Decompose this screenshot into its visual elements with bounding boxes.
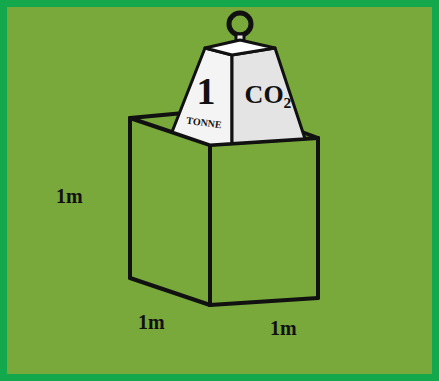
weight-face [232,48,305,144]
cube-edge [208,145,212,305]
weight-text: CO₂ [245,82,292,108]
ground [7,7,432,374]
cube-edge [210,298,318,305]
weight-shape [160,8,320,150]
weight-ring [229,13,251,35]
weight-text: 1 [197,72,216,110]
cube-edge [128,118,132,278]
cube-edge [316,138,320,298]
weight-face [172,48,232,145]
dimension-label: 1m [270,318,297,338]
cube-edge [130,278,210,305]
dimension-label: 1m [138,312,165,332]
dimension-label: 1m [56,186,83,206]
weight-block: 1TONNECO₂ [160,8,320,150]
weight-top [205,40,275,55]
